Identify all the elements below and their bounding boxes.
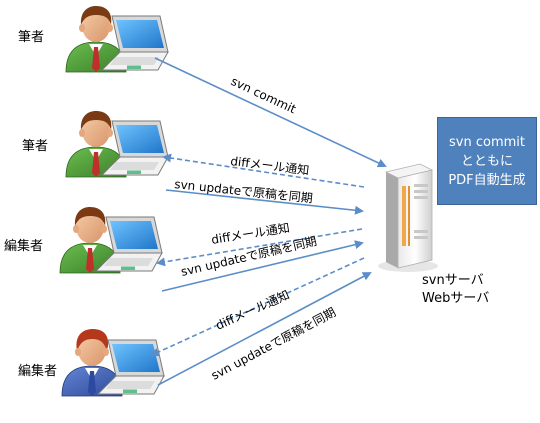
server-icon — [378, 163, 438, 272]
editor-1-person-icon — [59, 206, 163, 274]
server-label: svnサーバ Webサーバ — [422, 272, 489, 308]
diff-arrow-1 — [162, 153, 365, 188]
update-arrow-1 — [165, 189, 364, 215]
update-arrow-3 — [157, 272, 372, 386]
callout-line-2: とともに — [460, 153, 513, 169]
role-writer-1: 筆者 — [18, 30, 45, 45]
update-label-1: svn updateで原稿を同期 — [174, 176, 314, 205]
role-writer-2: 筆者 — [22, 139, 49, 154]
diff-arrow-2 — [156, 228, 363, 267]
callout-line-1: svn commit — [449, 134, 525, 150]
role-editor-1: 編集者 — [4, 239, 44, 254]
editor-2-person-icon — [61, 328, 165, 397]
writer-2-person-icon — [65, 110, 169, 178]
update-arrow-2 — [161, 240, 364, 292]
server-label-svn: svnサーバ — [422, 273, 484, 288]
role-editor-2: 編集者 — [18, 364, 58, 379]
pdf-callout-box: svn commit とともに PDF自動生成 — [437, 117, 537, 205]
commit-arrow — [154, 57, 387, 168]
commit-label: svn commit — [229, 74, 299, 116]
writer-1-person-icon — [65, 5, 169, 73]
diff-label-3: diffメール通知 — [214, 288, 292, 333]
server-label-web: Webサーバ — [422, 291, 490, 306]
callout-line-3: PDF自動生成 — [448, 172, 526, 188]
diff-arrow-3 — [150, 257, 365, 357]
diff-label-1: diffメール通知 — [230, 154, 310, 178]
